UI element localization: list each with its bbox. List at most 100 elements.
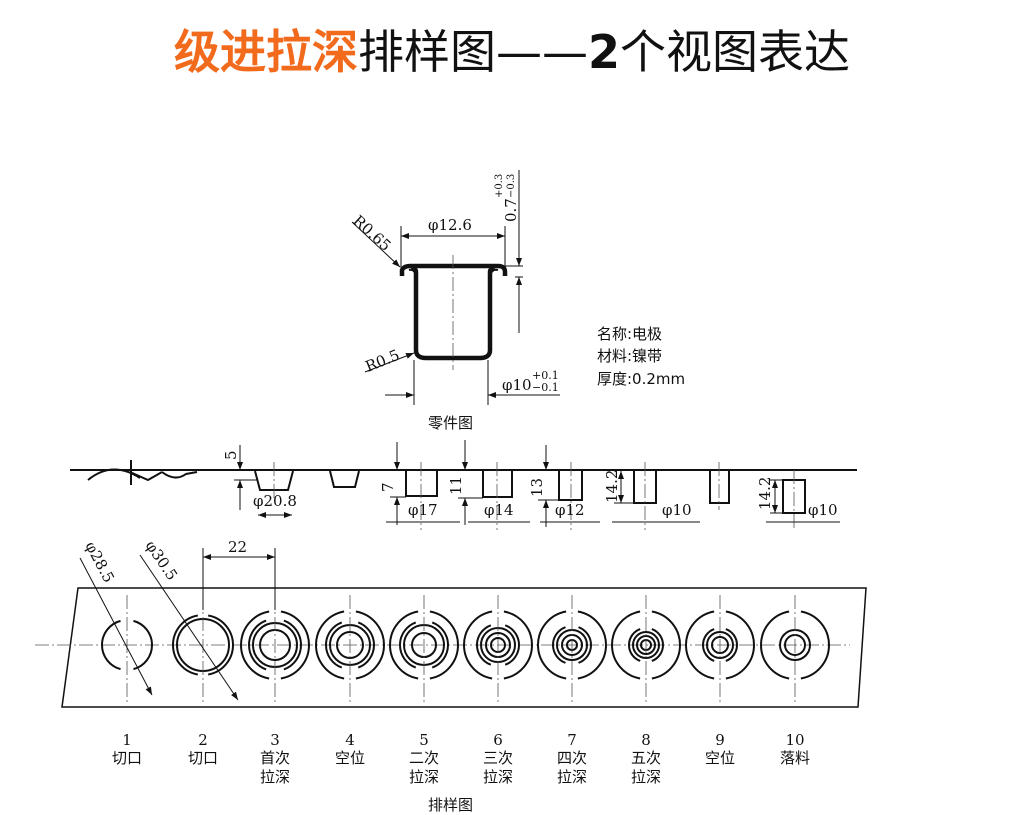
title-part2: 个视图表达 bbox=[620, 25, 850, 79]
ring-arc bbox=[552, 626, 566, 664]
dim-body-dia: φ10 bbox=[502, 376, 532, 394]
slide-title: 级进拉深排样图——2个视图表达 bbox=[0, 22, 1024, 82]
cut-arc bbox=[133, 619, 153, 671]
cut-arc bbox=[389, 610, 419, 680]
station-label: 落料 bbox=[780, 749, 810, 767]
cut-arc bbox=[760, 610, 790, 680]
cut-arc bbox=[240, 610, 270, 680]
cut-arc bbox=[537, 610, 567, 680]
station-number: 10 bbox=[785, 731, 804, 749]
station-label: 四次 bbox=[557, 749, 587, 767]
ring-arc bbox=[357, 621, 375, 669]
info-material: 材料:镍带 bbox=[597, 347, 662, 365]
cut-arc bbox=[101, 619, 121, 671]
station-number: 4 bbox=[345, 731, 355, 749]
ring-arc bbox=[325, 621, 343, 669]
title-number: 2 bbox=[587, 25, 620, 79]
station-label: 三次 bbox=[483, 749, 513, 767]
ring-arc bbox=[504, 624, 520, 666]
station-label: 首次 bbox=[260, 749, 290, 767]
dim-side-1-dia: φ20.8 bbox=[253, 492, 297, 510]
dim-side-5-dia: φ10 bbox=[662, 501, 692, 519]
station-label-2: 拉深 bbox=[557, 768, 587, 786]
station-number: 3 bbox=[270, 731, 280, 749]
station-number: 9 bbox=[715, 731, 725, 749]
station-number: 5 bbox=[419, 731, 429, 749]
station-label: 空位 bbox=[335, 749, 365, 767]
cut-arc bbox=[503, 610, 533, 680]
station-label-2: 拉深 bbox=[483, 768, 513, 786]
dim-side-3: 11 bbox=[447, 476, 465, 495]
dim-pitch: 22 bbox=[228, 538, 247, 556]
cut-arc bbox=[315, 610, 345, 680]
dim-body-tol-upper: +0.1 bbox=[532, 369, 559, 382]
plan-caption: 排样图 bbox=[428, 796, 473, 814]
side-view: 5 φ20.8 7 φ17 11 φ14 13 φ12 14.2 φ10 14.… bbox=[70, 440, 857, 530]
station-label-2: 拉深 bbox=[631, 768, 661, 786]
station-label-2: 拉深 bbox=[260, 768, 290, 786]
dim-flange-tol-lower: −0.3 bbox=[506, 174, 517, 198]
dim-side-2: 7 bbox=[379, 482, 397, 492]
dim-side-5: 14.2 bbox=[603, 470, 621, 503]
ring-arc bbox=[399, 621, 417, 669]
plan-view: 1切口2切口3首次拉深4空位5二次拉深6三次拉深7四次拉深8五次拉深9空位10落… bbox=[35, 537, 867, 814]
station-label: 五次 bbox=[631, 749, 661, 767]
dim-cut-dia-1: φ28.5 bbox=[81, 538, 118, 585]
station-number: 7 bbox=[567, 731, 577, 749]
info-name: 名称:电极 bbox=[597, 325, 662, 343]
cut-arc bbox=[463, 610, 493, 680]
ring-arc bbox=[628, 628, 641, 662]
station-1: 1切口 bbox=[101, 595, 153, 767]
station-label: 切口 bbox=[188, 749, 218, 767]
cut-arc bbox=[685, 610, 715, 680]
title-highlight: 级进拉深 bbox=[173, 25, 358, 79]
station-label: 二次 bbox=[409, 749, 439, 767]
station-number: 2 bbox=[198, 731, 208, 749]
ring-arc bbox=[725, 628, 738, 662]
part-drawing: φ12.6 R0.65 R0.5 0.7 +0.3 −0.3 φ10 +0.1 … bbox=[349, 170, 685, 432]
dim-side-3-dia: φ14 bbox=[484, 501, 514, 519]
info-thickness: 厚度:0.2mm bbox=[597, 370, 685, 388]
dim-side-2-dia: φ17 bbox=[408, 501, 438, 519]
station-9: 9空位 bbox=[685, 595, 755, 767]
dim-side-4: 13 bbox=[528, 478, 546, 497]
station-number: 6 bbox=[493, 731, 503, 749]
ring-arc bbox=[578, 626, 592, 664]
cut-arc bbox=[577, 610, 607, 680]
dim-bottom-radius: R0.5 bbox=[363, 346, 402, 376]
cut-arc bbox=[172, 614, 198, 676]
cut-arc bbox=[800, 610, 830, 680]
dim-side-1: 5 bbox=[222, 450, 240, 460]
station-label-2: 拉深 bbox=[409, 768, 439, 786]
cut-arc bbox=[611, 610, 641, 680]
dim-side-6-dia: φ10 bbox=[808, 501, 838, 519]
dim-flange-radius: R0.65 bbox=[349, 212, 394, 255]
cut-arc bbox=[280, 610, 310, 680]
title-part1: 排样图—— bbox=[357, 25, 588, 79]
ring-arc bbox=[431, 621, 449, 669]
station-label: 切口 bbox=[112, 749, 142, 767]
dim-side-6: 14.2 bbox=[756, 477, 774, 510]
station-label: 空位 bbox=[705, 749, 735, 767]
station-2: 2切口 bbox=[172, 595, 234, 767]
dim-cut-dia-2: φ30.5 bbox=[142, 537, 181, 583]
cut-arc bbox=[651, 610, 681, 680]
dim-side-4-dia: φ12 bbox=[555, 501, 585, 519]
ring-arc bbox=[248, 619, 267, 671]
ring-arc bbox=[702, 628, 715, 662]
cut-arc bbox=[429, 610, 459, 680]
dim-flange-tol-upper: +0.3 bbox=[494, 174, 505, 198]
cut-arc bbox=[355, 610, 385, 680]
station-number: 1 bbox=[122, 731, 132, 749]
ring-arc bbox=[283, 619, 302, 671]
station-number: 8 bbox=[641, 731, 651, 749]
station-4: 4空位 bbox=[315, 595, 385, 767]
dim-flange-thk: 0.7 bbox=[502, 198, 520, 222]
